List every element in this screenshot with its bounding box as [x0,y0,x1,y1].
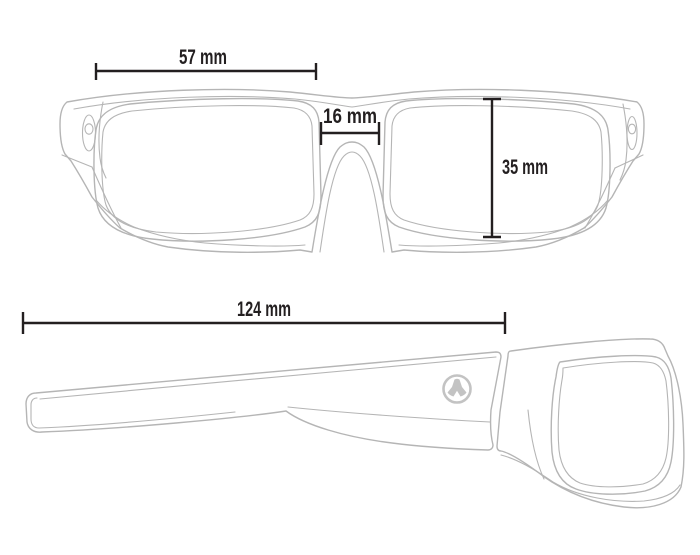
front-brow-line [73,95,631,110]
temple-badge-icon [626,115,638,151]
lens-width-label: 57 mm [179,46,227,69]
front-view [59,88,645,253]
left-temple-edge-line [98,101,107,179]
temple-length-label: 124 mm [237,298,291,321]
temple-seam-line [287,406,491,423]
frame-inner-wall-line [527,409,545,480]
frame-jaw-line [500,454,681,502]
temple-arm-outline [25,351,502,451]
left-lens-outline [93,97,322,242]
temple-badge-logo-icon [84,123,94,135]
side-lens-bevel [557,361,670,488]
side-lens-outline [550,354,675,495]
side-view [25,338,685,509]
left-temple-facet-line [91,166,122,229]
temple-top-edge-line [39,356,497,400]
left-temple-tip-edge [61,154,93,168]
dimension-bridge-width: 16 mm [319,105,381,145]
magpul-logo-ring [442,374,472,404]
temple-tip-line [30,397,236,429]
dimension-lens-height: 35 mm [483,97,548,239]
right-temple-tip-edge [614,154,644,169]
front-frame-outline [59,88,645,253]
frame-front-outline [496,338,685,509]
right-temple-facet-line [584,167,616,229]
bridge-width-label: 16 mm [323,105,377,128]
temple-badge-icon [81,114,97,152]
right-lens-outline [382,97,611,242]
magpul-logo-glyph [447,378,467,397]
dimension-lens-width: 57 mm [94,46,318,80]
temple-badge-logo-icon [627,123,637,135]
magpul-logo-icon [442,374,472,404]
nose-arch-line [319,151,385,253]
dimension-temple-length: 124 mm [21,298,507,334]
front-bottom-bevel-right [398,199,609,247]
lens-height-label: 35 mm [502,156,548,179]
right-temple-edge-line [619,103,628,181]
